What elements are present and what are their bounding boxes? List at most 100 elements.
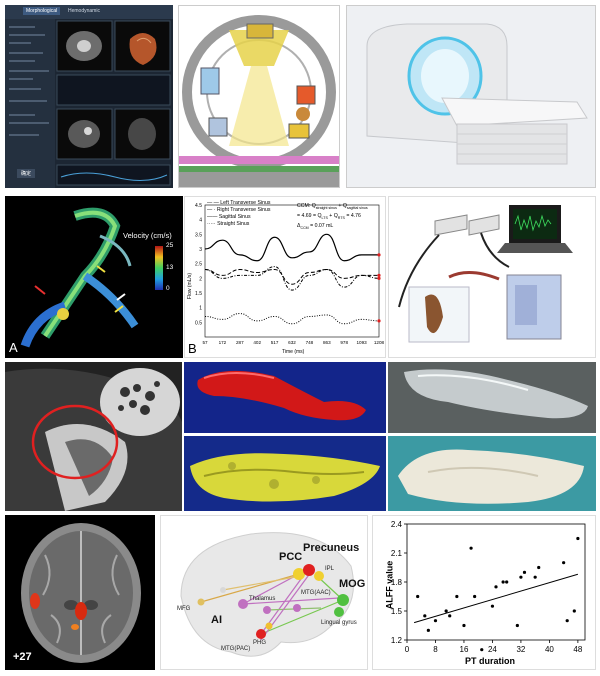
label-mog: MOG bbox=[339, 578, 366, 590]
scatter-ytick-label: 2.4 bbox=[391, 520, 403, 529]
confirm-button[interactable]: 确定 bbox=[17, 169, 36, 178]
flow-ytick: 1 bbox=[199, 306, 202, 312]
ct-temporal-bone-slice bbox=[5, 362, 182, 511]
scatter-point bbox=[537, 565, 541, 570]
ct-scanner-illustration bbox=[347, 6, 595, 187]
scatter-point bbox=[505, 580, 509, 584]
scatter-point bbox=[490, 604, 495, 608]
red-sinus-render bbox=[197, 370, 366, 421]
gantry-diagram bbox=[179, 15, 339, 187]
scatter-point bbox=[426, 628, 430, 632]
tab-hemodynamic[interactable]: Hemodynamic bbox=[68, 8, 100, 14]
flow-xtick: 287 bbox=[236, 340, 244, 345]
scatter-point bbox=[562, 561, 566, 565]
scatter-point bbox=[501, 580, 505, 584]
flow-ytick: 1.5 bbox=[195, 291, 202, 297]
scatter-xtick-label: 48 bbox=[573, 645, 582, 654]
label-phg: PHG bbox=[253, 640, 267, 646]
flow-ytick: 0.5 bbox=[195, 320, 202, 326]
scatter-plot-frame bbox=[406, 523, 586, 641]
label-ai: AI bbox=[211, 614, 222, 626]
flow-ytick: 2 bbox=[199, 276, 202, 282]
colorbar-tick-mid: 13 bbox=[166, 264, 174, 271]
panel-letter-a: A bbox=[9, 340, 18, 355]
series-left-transverse-sinus-endpoint bbox=[377, 273, 381, 277]
panel-letter-b: B bbox=[188, 341, 197, 356]
legend-left-transverse: — — Left Transverse Sinus bbox=[207, 200, 271, 206]
scatter-ytick-label: 2.1 bbox=[391, 549, 403, 558]
flow-ytick: 3 bbox=[199, 247, 202, 253]
scatter-point bbox=[469, 546, 473, 550]
scatter-point bbox=[519, 575, 523, 579]
scatter-point bbox=[576, 536, 580, 541]
brain-network-graph bbox=[180, 532, 354, 657]
series-sagittal-sinus-endpoint bbox=[377, 253, 381, 257]
yellow-sinus-model-panel bbox=[184, 436, 386, 511]
ccm-annotation: CCM: Qstraight sinus + Qsagittal sinus =… bbox=[297, 203, 368, 231]
scatter-point bbox=[480, 648, 484, 652]
tab-morphological[interactable]: Morphological bbox=[23, 7, 61, 15]
series-right-transverse-sinus-endpoint bbox=[377, 276, 381, 280]
flow-xtick: 402 bbox=[253, 340, 261, 345]
scatter-point bbox=[522, 570, 527, 574]
scatter-point bbox=[473, 594, 477, 599]
label-precuneus: Precuneus bbox=[303, 542, 360, 554]
label-ipl: IPL bbox=[325, 566, 335, 572]
colorbar-tick-top: 25 bbox=[166, 242, 174, 249]
viewer-tab-bar: Morphological Hemodynamic bbox=[5, 5, 173, 19]
label-pcc: PCC bbox=[279, 551, 303, 563]
flow-ylabel: Flow (mL/s) bbox=[187, 272, 194, 300]
series-left-transverse-sinus bbox=[204, 269, 379, 285]
white-model-photo-panel bbox=[388, 436, 596, 511]
legend-sagittal: —— Sagittal Sinus bbox=[207, 214, 251, 220]
white-model-photo bbox=[398, 449, 584, 504]
scatter-xtick-label: 16 bbox=[460, 645, 469, 654]
scatter-ytick-label: 1.8 bbox=[391, 578, 403, 587]
label-mfg: MFG bbox=[177, 606, 191, 612]
legend-straight: ····· Straight Sinus bbox=[207, 221, 250, 227]
colorbar bbox=[155, 246, 163, 290]
flow-xtick: 978 bbox=[340, 340, 348, 345]
flow-legend: — — Left Transverse Sinus — · Right Tran… bbox=[207, 200, 270, 228]
scatter-point bbox=[494, 585, 498, 589]
red-sinus-model-panel bbox=[184, 362, 386, 433]
legend-right-transverse: — · Right Transverse Sinus bbox=[207, 207, 271, 213]
yellow-sinus-render bbox=[190, 453, 380, 502]
flow-xtick: 863 bbox=[323, 340, 331, 345]
flow-ytick: 4 bbox=[199, 218, 202, 224]
flow-xtick: 172 bbox=[219, 340, 227, 345]
scatter-xtick-label: 40 bbox=[545, 645, 554, 654]
flow-xtick: 1208 bbox=[374, 340, 385, 345]
transparent-model-photo-panel bbox=[388, 362, 596, 433]
flow-ytick: 4.5 bbox=[195, 203, 202, 209]
scatter-ylabel: ALFF value bbox=[384, 560, 395, 610]
scatter-point bbox=[433, 619, 438, 623]
scatter-xtick-label: 32 bbox=[516, 645, 525, 654]
scatter-ytick-label: 1.2 bbox=[391, 636, 403, 645]
scanner-schematic-panel bbox=[178, 5, 340, 188]
label-mtg-pac: MTG(PAC) bbox=[221, 646, 251, 652]
velocity-panel: Velocity (cm/s) 25 13 0 A bbox=[5, 196, 183, 358]
scatter-xtick-label: 8 bbox=[433, 645, 438, 654]
scatter-point bbox=[565, 619, 569, 623]
flow-xtick: 748 bbox=[306, 340, 314, 345]
ct-temporal-bone-panel bbox=[5, 362, 182, 511]
flow-xtick: 57 bbox=[202, 340, 208, 345]
flow-phantom-illustration bbox=[398, 205, 573, 343]
velocity-legend-title: Velocity (cm/s) bbox=[123, 231, 172, 240]
flow-xtick: 632 bbox=[288, 340, 296, 345]
scatter-point bbox=[423, 614, 427, 618]
scatter-point bbox=[515, 623, 519, 628]
viewer-screenshot-panel: Morphological Hemodynamic 确定 bbox=[5, 5, 173, 188]
transparent-model-photo bbox=[404, 369, 588, 419]
scatter-xlabel: PT duration bbox=[465, 656, 515, 666]
scatter-point bbox=[455, 594, 459, 599]
scatter-point bbox=[416, 594, 420, 599]
viewer-images bbox=[56, 20, 171, 186]
label-mtg-aac: MTG(AAC) bbox=[301, 590, 331, 596]
colorbar-tick-bottom: 0 bbox=[166, 285, 170, 292]
flow-xtick: 1093 bbox=[356, 340, 367, 345]
